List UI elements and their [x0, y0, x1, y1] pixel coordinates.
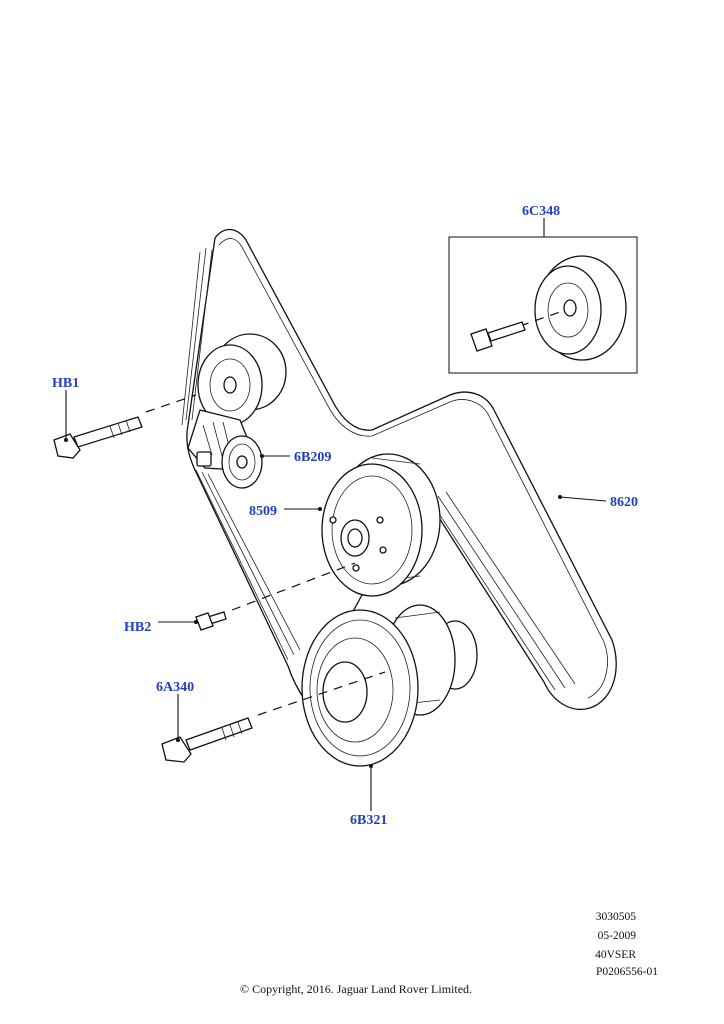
drive-belt — [181, 228, 617, 710]
ref-number: 3030505 — [596, 911, 637, 923]
crankshaft-pulley-6b321 — [301, 604, 478, 767]
callout-8620: 8620 — [610, 495, 638, 510]
bolt-6a340 — [161, 671, 386, 763]
callout-8509: 8509 — [249, 504, 277, 519]
bolt-hb1 — [53, 394, 197, 459]
idler-pulley-6b209 — [221, 435, 263, 489]
copyright-notice: © Copyright, 2016. Jaguar Land Rover Lim… — [240, 982, 472, 996]
ref-drawing-id: P0206556-01 — [596, 966, 658, 978]
reference-block: 3030505 05-2009 40VSER P0206556-01 — [595, 911, 658, 978]
callout-labels: 6C348 HB1 6B209 8509 8620 HB2 6A340 6B32… — [52, 204, 638, 828]
bolt-hb2 — [195, 562, 356, 631]
callout-6a340: 6A340 — [156, 680, 194, 695]
leader-dots — [64, 438, 562, 768]
callout-6b321: 6B321 — [350, 813, 387, 828]
leader-lines — [65, 218, 607, 811]
callout-hb1: HB1 — [52, 376, 79, 391]
inset-bolt — [470, 321, 526, 352]
callout-6b209: 6B209 — [294, 450, 331, 465]
callout-6c348: 6C348 — [522, 204, 560, 219]
ref-date: 05-2009 — [598, 930, 637, 942]
callout-hb2: HB2 — [124, 620, 151, 635]
water-pump-pulley-8509 — [321, 453, 441, 597]
ref-model: 40VSER — [595, 949, 636, 961]
inset-frame — [448, 236, 638, 374]
